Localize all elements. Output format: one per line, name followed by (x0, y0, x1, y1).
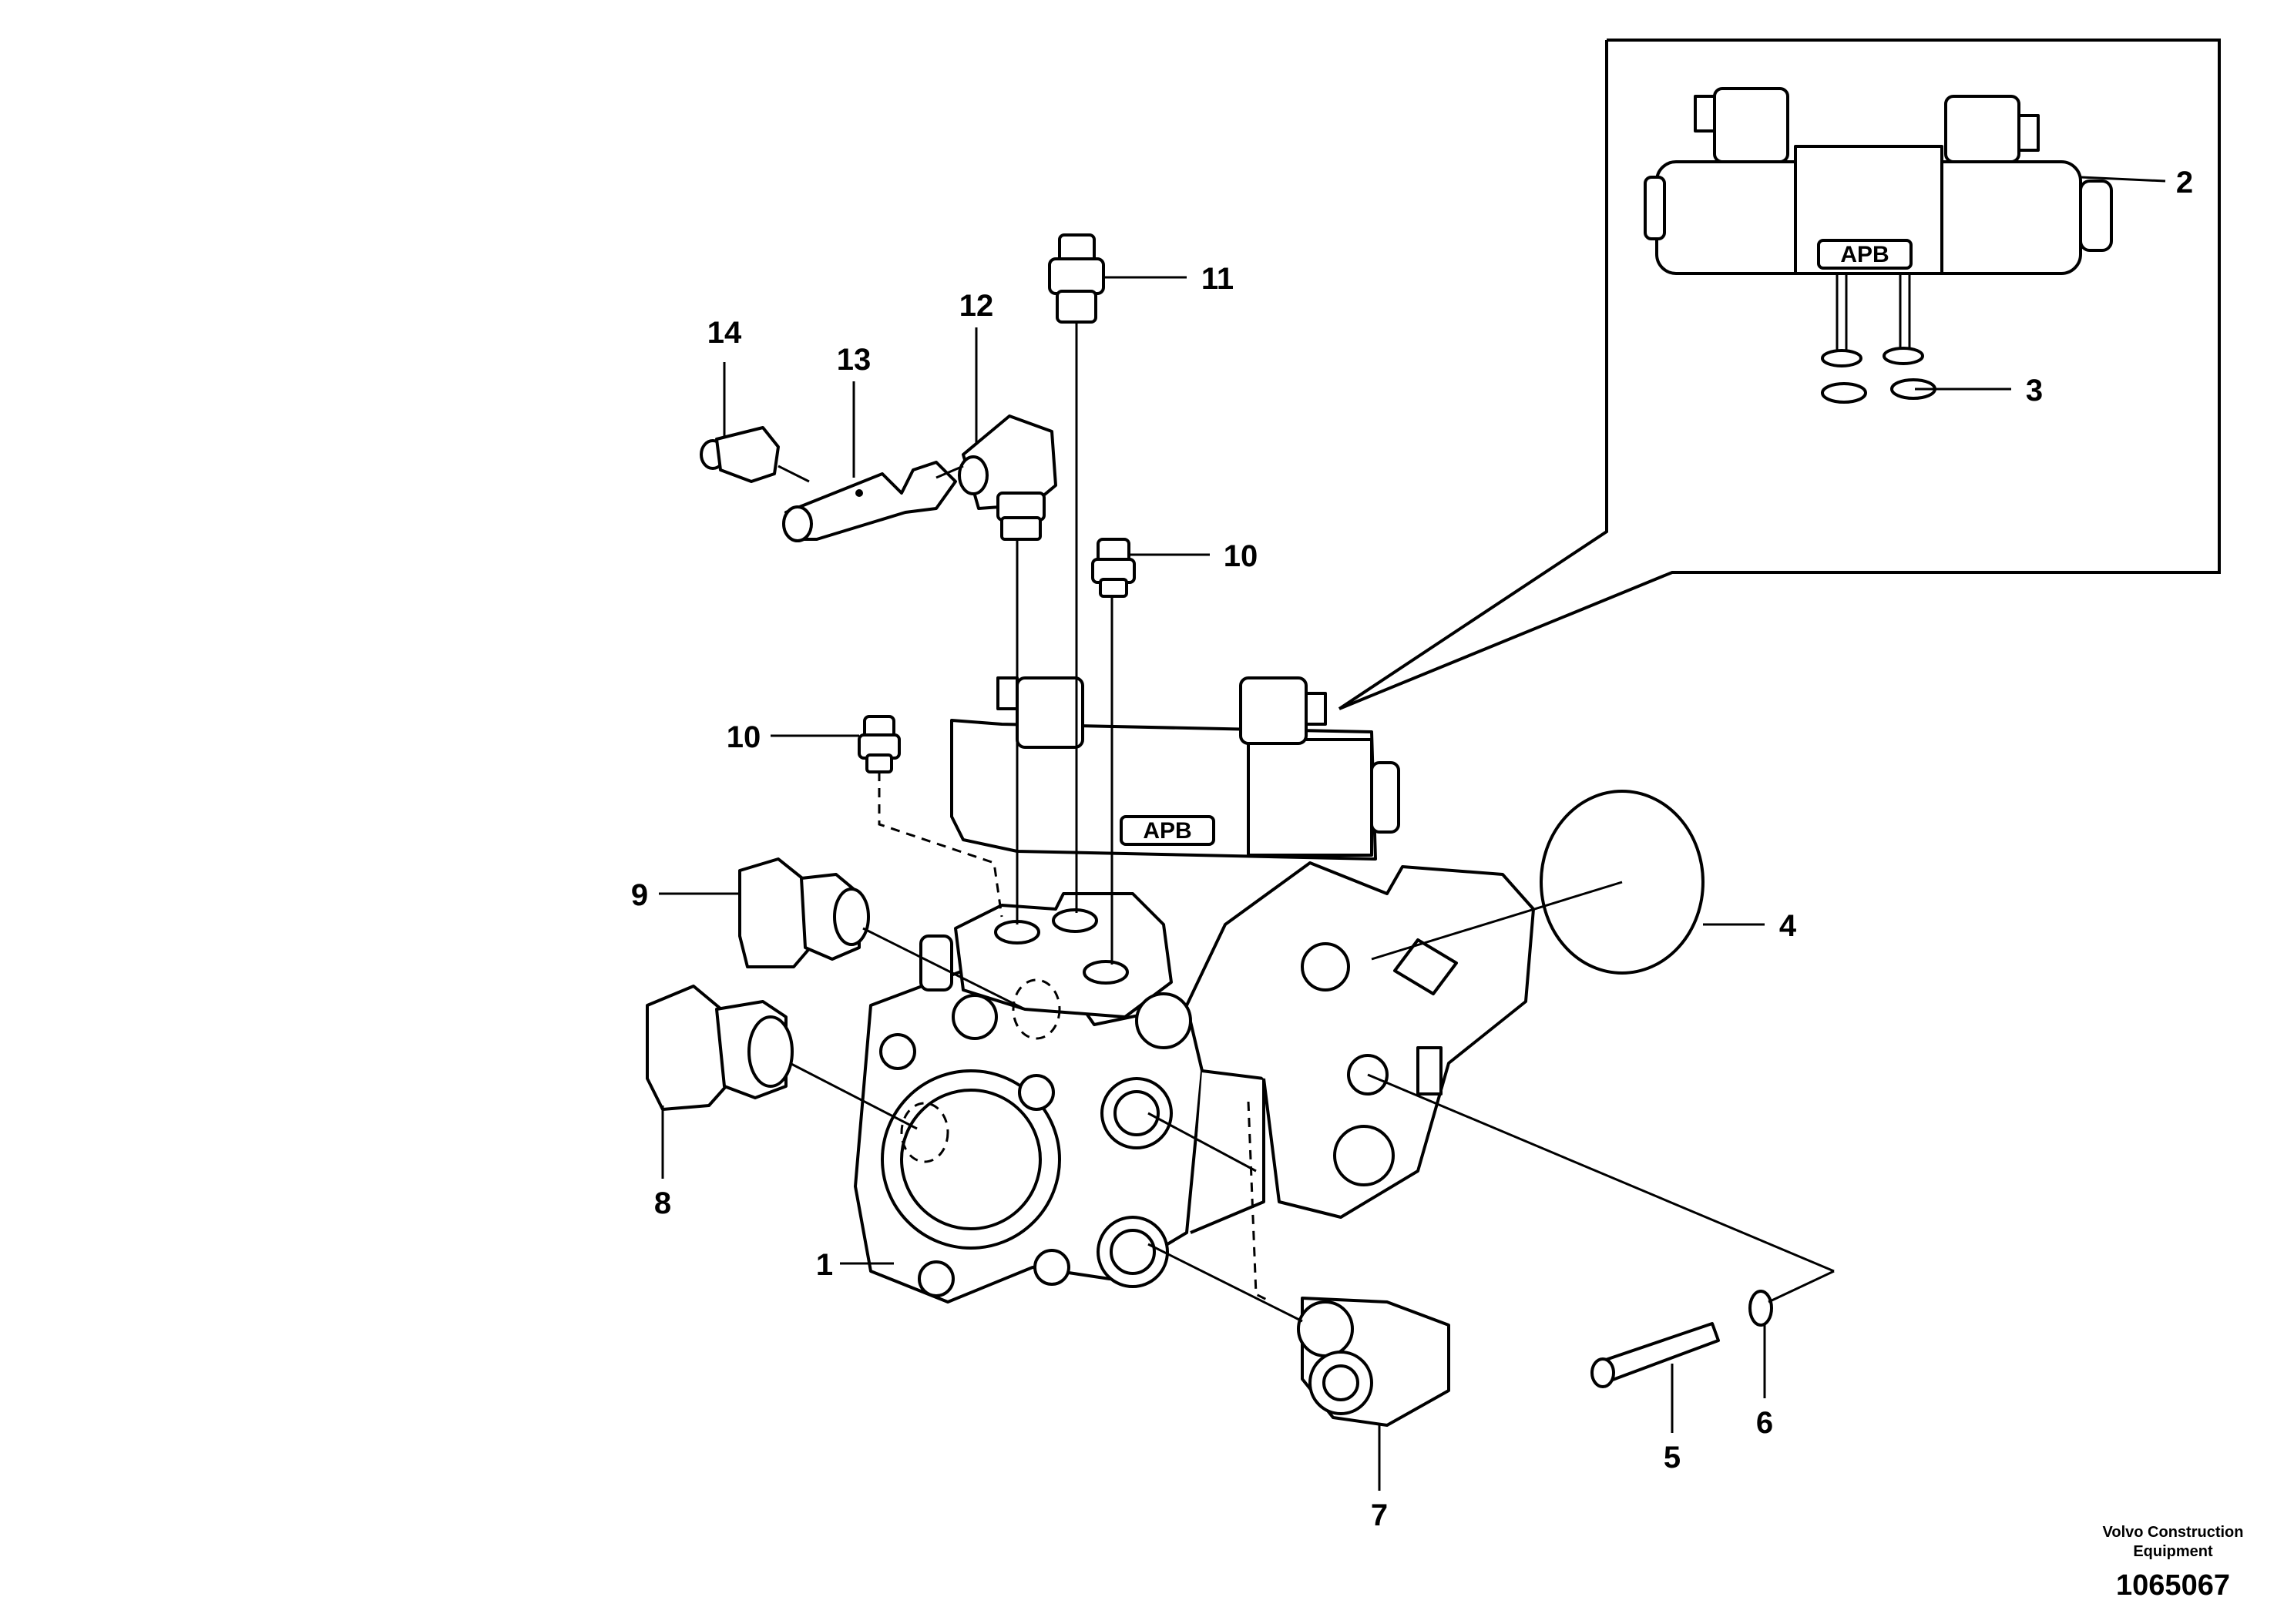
callout-6: 6 (1756, 1406, 1773, 1440)
valve-marking: APB (1143, 818, 1191, 844)
sensor-connector (1297, 1297, 1450, 1427)
elbow-fitting-large (646, 985, 794, 1111)
valve-marking-inset: APB (1840, 242, 1889, 267)
callout-13: 13 (837, 343, 872, 377)
callout-7: 7 (1371, 1498, 1388, 1532)
callout-2: 2 (2176, 166, 2193, 200)
leader-lines (659, 176, 2166, 1491)
callout-5: 5 (1664, 1441, 1681, 1475)
pump-body (854, 861, 1535, 1304)
o-rings-detail (1821, 347, 1936, 404)
callout-8: 8 (654, 1186, 671, 1220)
nipple-fitting-lower (858, 715, 901, 773)
washer (1748, 1290, 1773, 1327)
solenoid-valve: APB (950, 676, 1400, 861)
callout-4: 4 (1779, 909, 1797, 943)
document-number: 1065067 (2116, 1569, 2230, 1602)
tee-fitting (782, 461, 957, 542)
tee-port (855, 489, 863, 497)
inset-frame (1338, 39, 2221, 710)
screw (1590, 1322, 1720, 1388)
callout-1: 1 (816, 1248, 833, 1282)
callout-14: 14 (707, 316, 742, 350)
callout-3: 3 (2026, 374, 2043, 408)
callout-10-upper: 10 (1224, 539, 1258, 573)
brand-line-1: Volvo Construction (2103, 1524, 2244, 1541)
footer: Volvo Construction Equipment 1065067 (2103, 1524, 2244, 1602)
callouts: 1 2 3 4 5 6 7 8 9 10 10 11 12 13 14 (631, 166, 2193, 1532)
callout-10-lower: 10 (727, 720, 761, 754)
nipple-fitting-upper (1091, 538, 1136, 598)
callout-12: 12 (959, 289, 994, 323)
solenoid-valve-detail: APB (1644, 87, 2113, 362)
callout-11: 11 (1201, 262, 1234, 296)
hidden-lines (878, 772, 1272, 1304)
assembly-lines (778, 322, 1835, 1323)
straight-fitting (1048, 233, 1105, 324)
swivel-elbow (958, 414, 1057, 541)
elbow-fitting-small (738, 857, 870, 968)
callout-9: 9 (631, 878, 648, 912)
brand-line-2: Equipment (2133, 1543, 2213, 1560)
adapter-fitting (700, 426, 780, 483)
detail-inset: APB (1338, 39, 2221, 710)
inset-leader (1338, 40, 1608, 710)
